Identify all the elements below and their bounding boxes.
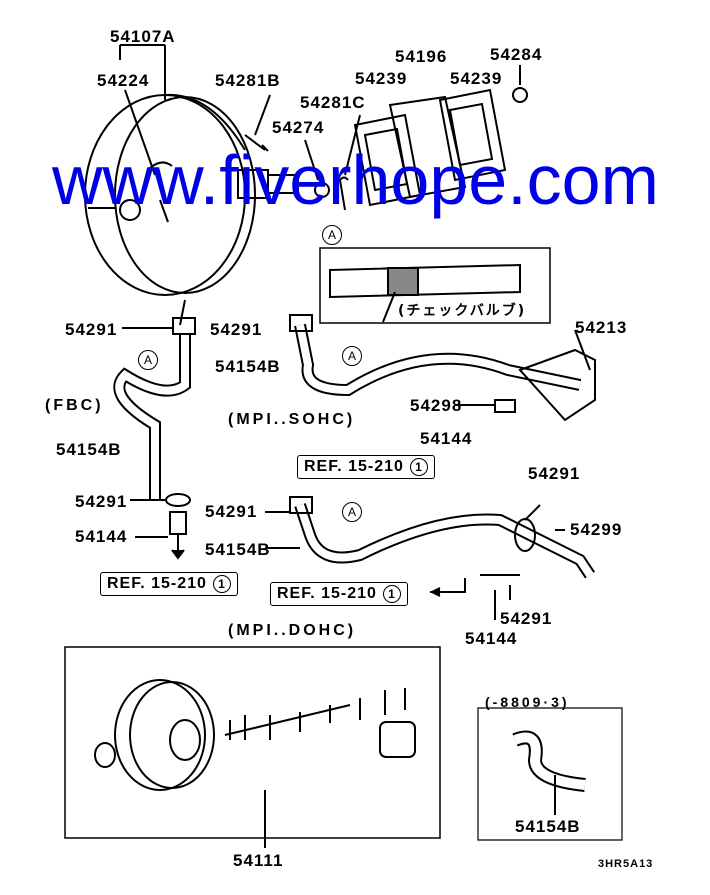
check-valve-pipe: [329, 263, 521, 299]
ref-text: REF. 15-210: [107, 575, 207, 592]
pin-54281c: [339, 176, 349, 211]
ref-num: 1: [382, 585, 401, 603]
diagram-code: 3HR5A13: [598, 858, 654, 870]
check-valve-detail-box: [319, 247, 551, 324]
section-mpi-sohc: (MPI..SOHC): [228, 411, 356, 428]
callout-a: A: [322, 225, 342, 245]
dohc-box: [64, 646, 441, 839]
part-label: 54154B: [56, 440, 122, 459]
part-label: 54107A: [110, 27, 176, 46]
check-valve-label: (チェックバルブ): [398, 303, 527, 319]
ref-box: REF. 15-210 1: [100, 572, 238, 596]
pin-54281b: [244, 134, 269, 152]
part-label: 54291: [500, 609, 553, 628]
ref-box: REF. 15-210 1: [270, 582, 408, 606]
part-label: 54111: [233, 851, 284, 870]
bolt-54298: [494, 399, 516, 413]
ref-num: 1: [409, 458, 428, 476]
part-label: 54224: [97, 71, 150, 90]
ref-text: REF. 15-210: [304, 458, 404, 475]
part-label: 54154B: [205, 540, 271, 559]
callout-a: A: [342, 502, 362, 522]
section-date-range: (-8809·3): [485, 694, 570, 710]
part-label: 54196: [395, 47, 448, 66]
part-label: 54144: [465, 629, 518, 648]
ref-num: 1: [212, 575, 231, 593]
part-label: 54281C: [300, 93, 366, 112]
gaskets: [353, 87, 528, 207]
part-label: 54291: [210, 320, 263, 339]
part-label: 54291: [205, 502, 258, 521]
part-label: 54291: [65, 320, 118, 339]
part-label: 54154B: [515, 817, 581, 836]
part-label: 54154B: [215, 357, 281, 376]
section-mpi-dohc: (MPI..DOHC): [228, 622, 357, 639]
part-label: 54281B: [215, 71, 281, 90]
part-label: 54144: [75, 527, 128, 546]
part-label: 54291: [528, 464, 581, 483]
part-label: 54213: [575, 318, 628, 337]
check-valve-54144: [169, 511, 187, 535]
section-fbc: (FBC): [45, 397, 104, 414]
variant-box: [477, 707, 623, 841]
bracket-54213: [518, 348, 596, 422]
ref-text: REF. 15-210: [277, 585, 377, 602]
part-label: 54298: [410, 396, 463, 415]
part-label: 54144: [420, 429, 473, 448]
part-label: 54239: [355, 69, 408, 88]
part-label: 54291: [75, 492, 128, 511]
callout-a: A: [138, 350, 158, 370]
check-valve-icon: [387, 267, 419, 296]
watermark: www.fiverhope.com: [52, 141, 659, 219]
callout-a: A: [342, 346, 362, 366]
part-label: 54239: [450, 69, 503, 88]
ref-box: REF. 15-210 1: [297, 455, 435, 479]
dohc-booster: [94, 679, 416, 791]
washer-54274: [314, 182, 330, 198]
part-label: 54274: [272, 118, 325, 137]
part-label: 54284: [490, 45, 543, 64]
arrow-icon: [430, 578, 466, 593]
part-label: 54299: [570, 520, 623, 539]
